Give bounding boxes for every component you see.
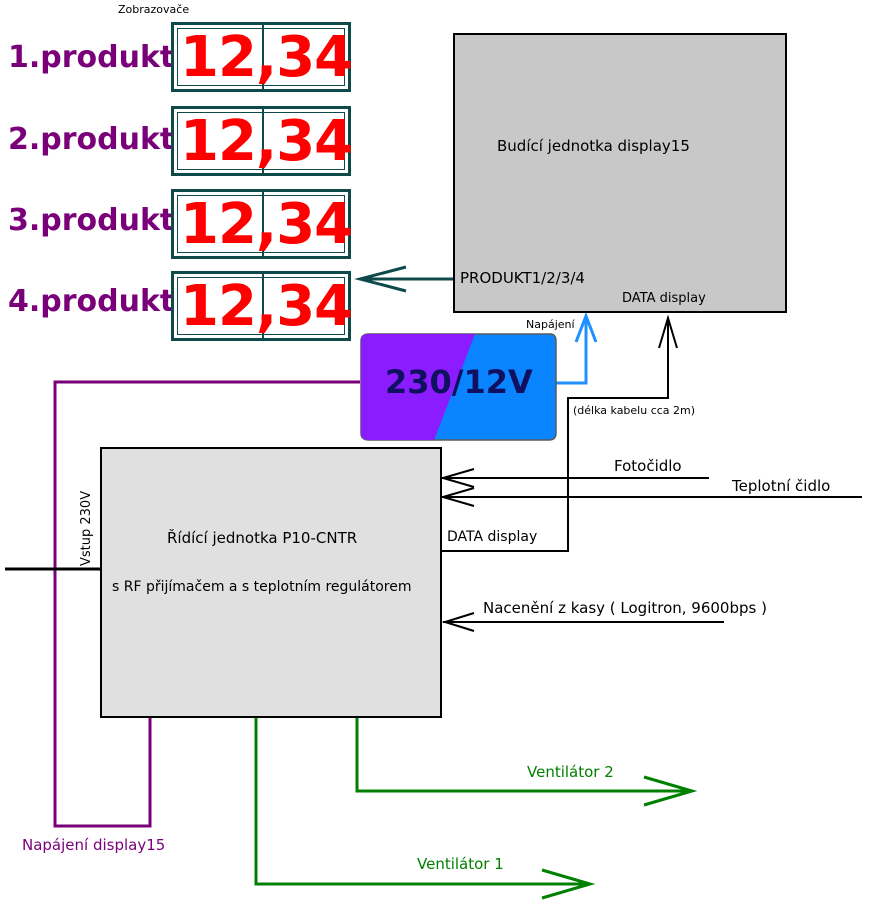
fan2-wire bbox=[355, 716, 690, 793]
product-label-1: 1.produkt bbox=[8, 40, 175, 75]
driver-unit-output-label: PRODUKT1/2/3/4 bbox=[460, 269, 585, 287]
display-panel-4: 12,34 bbox=[171, 271, 353, 341]
display-value-1: 12,34 bbox=[180, 25, 353, 90]
driver-unit-data-label: DATA display bbox=[622, 291, 706, 306]
displays-header: Zobrazovače bbox=[118, 3, 190, 16]
display-panel-1: 12,34 bbox=[171, 22, 353, 92]
control-unit-box: Řídící jednotka P10-CNTR s RF přijímačem… bbox=[100, 447, 442, 718]
control-unit-subtitle: s RF přijímačem a s teplotním regulátore… bbox=[112, 579, 412, 595]
pricing-label: Nacenění z kasy ( Logitron, 9600bps ) bbox=[483, 599, 767, 617]
photo-sensor-label: Fotočidlo bbox=[614, 457, 682, 475]
display-power-label: Napájení display15 bbox=[22, 836, 166, 854]
fan1-label: Ventilátor 1 bbox=[417, 855, 504, 873]
temp-sensor-label: Teplotní čidlo bbox=[732, 477, 831, 495]
data-display-wire bbox=[441, 318, 669, 552]
cable-note: (délka kabelu cca 2m) bbox=[573, 404, 696, 417]
control-unit-input-label: Vstup 230V bbox=[79, 490, 94, 566]
fan1-wire bbox=[254, 716, 588, 886]
photo-sensor-arrowhead bbox=[439, 468, 475, 488]
product-label-2: 2.produkt bbox=[8, 122, 175, 157]
pricing-arrowhead bbox=[441, 612, 475, 632]
supply-label: Napájení bbox=[526, 318, 575, 331]
product-label-3: 3.produkt bbox=[8, 203, 175, 238]
power-supply-label: 230/12V bbox=[385, 363, 533, 401]
supply-arrowhead bbox=[574, 311, 598, 343]
control-unit-title: Řídící jednotka P10-CNTR bbox=[167, 529, 358, 547]
fan2-label: Ventilátor 2 bbox=[527, 763, 614, 781]
display-value-2: 12,34 bbox=[180, 109, 353, 174]
fan2-arrowhead bbox=[643, 775, 698, 807]
display-power-wire bbox=[53, 380, 360, 828]
power-supply-box: 230/12V bbox=[360, 333, 557, 441]
temp-sensor-arrowhead bbox=[439, 487, 475, 507]
product-label-4: 4.produkt bbox=[8, 284, 175, 319]
control-unit-data-label: DATA display bbox=[447, 529, 538, 545]
fan1-arrowhead bbox=[541, 868, 596, 900]
display-panel-2: 12,34 bbox=[171, 106, 353, 176]
driver-unit-box: Budící jednotka display15 PRODUKT1/2/3/4… bbox=[453, 33, 787, 313]
data-display-arrowhead bbox=[658, 314, 678, 349]
supply-wire bbox=[556, 318, 588, 385]
display-panel-3: 12,34 bbox=[171, 189, 353, 259]
product-output-arrowhead bbox=[354, 265, 407, 293]
display-value-3: 12,34 bbox=[180, 192, 353, 257]
driver-unit-title: Budící jednotka display15 bbox=[497, 137, 690, 155]
display-value-4: 12,34 bbox=[180, 274, 353, 339]
